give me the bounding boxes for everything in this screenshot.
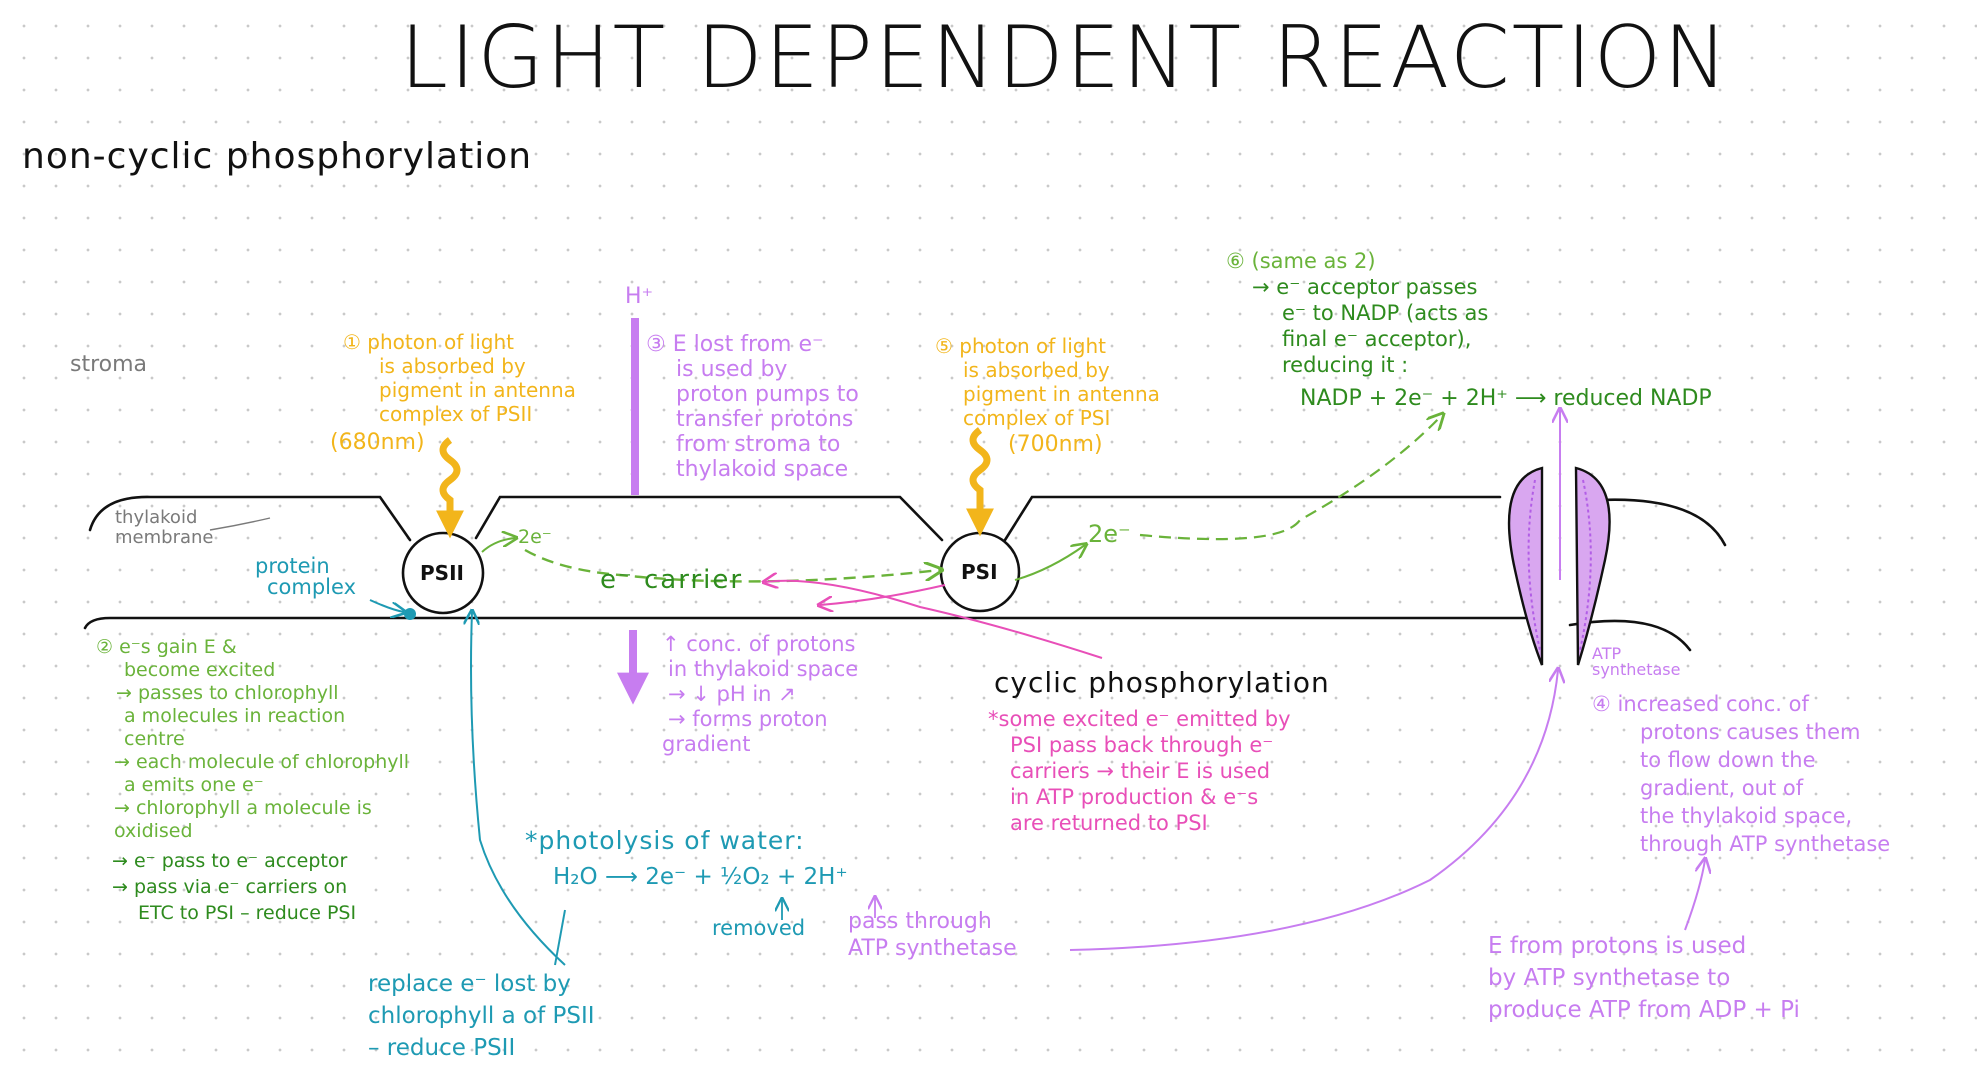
psii-to-psi-dashed (524, 548, 940, 583)
psii-label: PSII (420, 561, 464, 585)
step4-note: ④ increased conc. of protons causes them… (1592, 692, 1891, 856)
h-through-synthetase (1069, 670, 1558, 951)
proton-conc-note: ↑ conc. of protons in thylakoid space → … (662, 632, 859, 756)
atp-note-arrow (1684, 860, 1705, 931)
page-title: LIGHT DEPENDENT REACTION (400, 8, 1730, 108)
protein-complex-label: protein complex (255, 554, 356, 599)
psi-label: PSI (961, 560, 998, 584)
removed-label: removed (712, 916, 806, 940)
wavelength-680: (680nm) (330, 430, 425, 455)
wavelength-700: (700nm) (1008, 432, 1103, 457)
photon-arrow-psii (436, 437, 464, 539)
photolysis-to-replace (554, 909, 566, 966)
step3-note: ③ E lost from e⁻ is used by proton pumps… (646, 332, 859, 482)
cyclic-phosphorylation-title: cyclic phosphorylation (994, 666, 1330, 699)
section-subtitle: non-cyclic phosphorylation (22, 136, 533, 177)
e-carrier-label: e⁻ carrier (600, 565, 744, 595)
thylakoid-label-pointer (209, 517, 271, 531)
two-e-psii-label: 2e⁻ (518, 526, 552, 548)
protein-complex-arrow (369, 599, 404, 612)
cyclic-note: *some excited e⁻ emitted by PSI pass bac… (988, 707, 1291, 835)
psi-to-2e-arrow (1014, 545, 1085, 581)
replace-e-arrow (471, 612, 566, 966)
step2-note: ② e⁻s gain E & become excited → passes t… (96, 636, 410, 842)
step2-dark-note: → e⁻ pass to e⁻ acceptor → pass via e⁻ c… (112, 850, 357, 924)
stroma-label: stroma (70, 352, 148, 377)
step6-note: ⑥ (same as 2) → e⁻ acceptor passes e⁻ to… (1226, 249, 1489, 377)
photolysis-title: *photolysis of water: (525, 826, 805, 855)
nadp-equation: NADP + 2e⁻ + 2H⁺ ⟶ reduced NADP (1300, 386, 1712, 411)
psii-to-2e-arrow (481, 538, 515, 553)
thylakoid-membrane-label: thylakoid membrane (115, 507, 214, 548)
photon-arrow-psi (966, 427, 994, 537)
atp-synthetase-shape (1507, 466, 1611, 666)
replace-note: replace e⁻ lost by chlorophyll a of PSII… (368, 971, 595, 1061)
h-plus-label: H⁺ (625, 284, 654, 309)
step1-note: ① photon of light is absorbed by pigment… (343, 330, 576, 426)
atp-synthetase-label: ATP synthetase (1592, 644, 1681, 679)
atp-production-note: E from protons is used by ATP synthetase… (1488, 933, 1800, 1023)
protein-complex-dot (404, 608, 416, 620)
step5-note: ⑤ photon of light is absorbed by pigment… (935, 334, 1160, 430)
photolysis-equation: H₂O ⟶ 2e⁻ + ½O₂ + 2H⁺ (553, 864, 848, 890)
cyclic-return-arrow (820, 584, 946, 605)
two-e-psi-label: 2e⁻ (1088, 520, 1131, 548)
cyclic-back-arrow (765, 581, 1103, 659)
2e-to-nadp-dashed (1139, 415, 1442, 541)
pass-through-note: pass through ATP synthetase (848, 909, 1017, 961)
